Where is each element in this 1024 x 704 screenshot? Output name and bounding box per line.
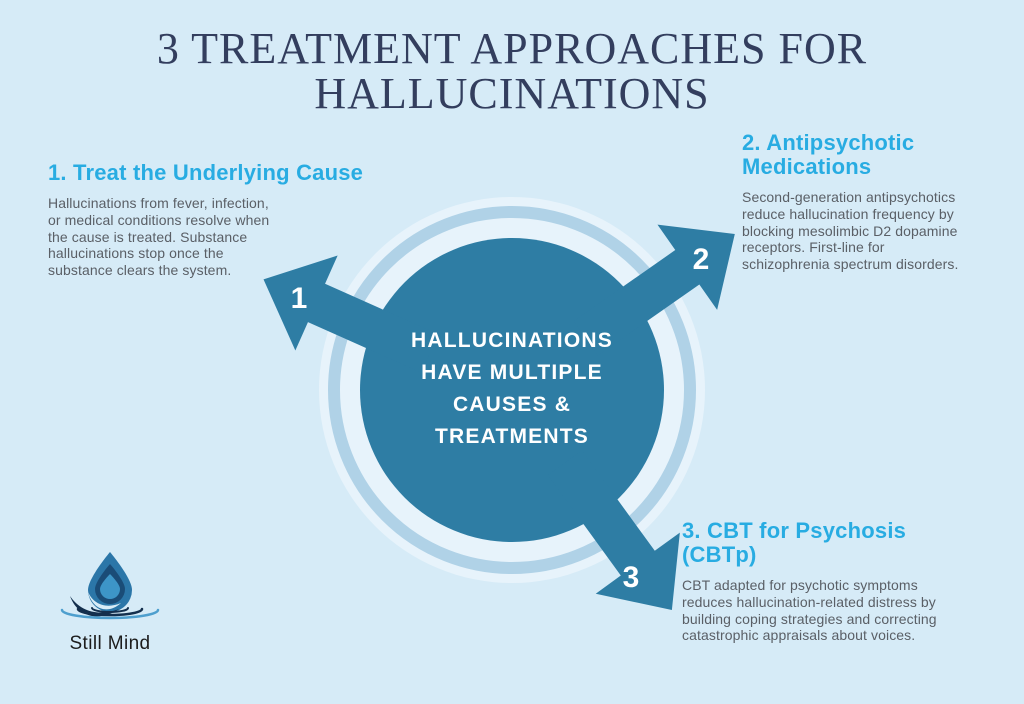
arrow-3-number: 3: [623, 561, 640, 594]
section-3-body: CBT adapted for psychotic symptoms reduc…: [682, 577, 937, 644]
center-statement: HALLUCINATIONS HAVE MULTIPLE CAUSES & TR…: [352, 325, 672, 453]
section-cbt-for-psychosis: 3. CBT for Psychosis (CBTp) CBT adapted …: [682, 519, 982, 644]
center-statement-line: CAUSES &: [452, 393, 572, 416]
center-statement-line: HAVE MULTIPLE: [421, 361, 603, 384]
page-title-line-1: 3 TREATMENT APPROACHES FOR: [156, 24, 868, 73]
arrow-3: [547, 450, 680, 611]
water-drop-icon: [60, 552, 160, 620]
section-3-heading: 3. CBT for Psychosis (CBTp): [682, 518, 907, 567]
page-title-line-2: HALLUCINATIONS: [314, 69, 710, 118]
center-statement-line: HALLUCINATIONS: [411, 329, 613, 352]
ripple-middle: [76, 607, 144, 617]
section-2-heading: 2. Antipsychotic Medications: [742, 130, 915, 179]
section-1-heading: 1. Treat the Underlying Cause: [48, 160, 364, 185]
ripple-outer: [60, 608, 160, 620]
arrow-2-number: 2: [693, 243, 710, 276]
orbit-ring: [328, 206, 696, 574]
section-1-body: Hallucinations from fever, infection, or…: [48, 195, 270, 279]
center-statement-line: TREATMENTS: [435, 425, 589, 448]
arrow-1: [263, 255, 439, 373]
arrow-2: [573, 224, 735, 356]
section-treat-underlying-cause: 1. Treat the Underlying Cause Hallucinat…: [48, 161, 388, 279]
section-antipsychotic-medications: 2. Antipsychotic Medications Second-gene…: [742, 131, 992, 273]
logo: Still Mind: [40, 550, 180, 655]
logo-wordmark: Still Mind: [69, 633, 151, 654]
arrow-1-number: 1: [291, 282, 308, 315]
page-title: 3 TREATMENT APPROACHES FOR HALLUCINATION…: [0, 26, 1024, 116]
section-2-body: Second-generation antipsychotics reduce …: [742, 189, 959, 273]
ripple-inner: [91, 607, 129, 613]
